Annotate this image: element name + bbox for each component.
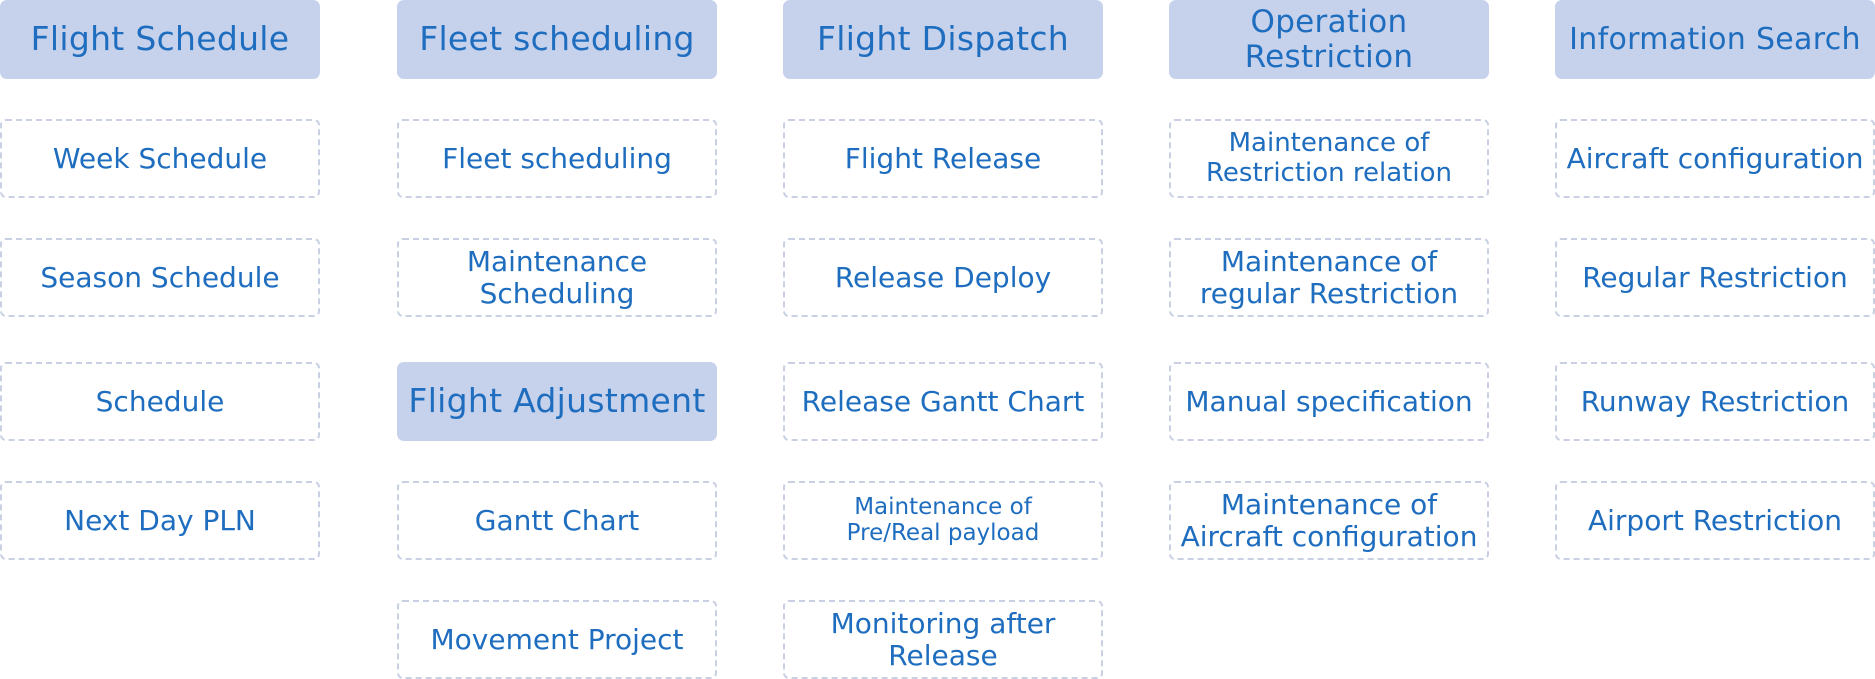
item-release-deploy[interactable]: Release Deploy xyxy=(783,238,1103,317)
item-airport-restriction[interactable]: Airport Restriction xyxy=(1555,481,1875,560)
item-regular-restriction[interactable]: Regular Restriction xyxy=(1555,238,1875,317)
item-manual-specification[interactable]: Manual specification xyxy=(1169,362,1489,441)
item-week-schedule[interactable]: Week Schedule xyxy=(0,119,320,198)
item-aircraft-configuration[interactable]: Aircraft configuration xyxy=(1555,119,1875,198)
header-flight-adjustment[interactable]: Flight Adjustment xyxy=(397,362,717,441)
item-flight-release[interactable]: Flight Release xyxy=(783,119,1103,198)
item-gantt-chart[interactable]: Gantt Chart xyxy=(397,481,717,560)
item-maintenance-scheduling[interactable]: Maintenance Scheduling xyxy=(397,238,717,317)
item-maintenance-pre-real-payload[interactable]: Maintenance of Pre/Real payload xyxy=(783,481,1103,560)
item-monitoring-after-release[interactable]: Monitoring after Release xyxy=(783,600,1103,679)
item-maintenance-regular-restriction[interactable]: Maintenance of regular Restriction xyxy=(1169,238,1489,317)
header-operation-restriction[interactable]: Operation Restriction xyxy=(1169,0,1489,79)
item-season-schedule[interactable]: Season Schedule xyxy=(0,238,320,317)
item-maintenance-aircraft-configuration[interactable]: Maintenance of Aircraft configuration xyxy=(1169,481,1489,560)
header-flight-schedule[interactable]: Flight Schedule xyxy=(0,0,320,79)
header-flight-dispatch[interactable]: Flight Dispatch xyxy=(783,0,1103,79)
item-runway-restriction[interactable]: Runway Restriction xyxy=(1555,362,1875,441)
header-fleet-scheduling[interactable]: Fleet scheduling xyxy=(397,0,717,79)
item-next-day-pln[interactable]: Next Day PLN xyxy=(0,481,320,560)
header-information-search[interactable]: Information Search xyxy=(1555,0,1875,79)
item-fleet-scheduling[interactable]: Fleet scheduling xyxy=(397,119,717,198)
item-movement-project[interactable]: Movement Project xyxy=(397,600,717,679)
item-schedule[interactable]: Schedule xyxy=(0,362,320,441)
item-maintenance-restriction-relation[interactable]: Maintenance of Restriction relation xyxy=(1169,119,1489,198)
item-release-gantt-chart[interactable]: Release Gantt Chart xyxy=(783,362,1103,441)
